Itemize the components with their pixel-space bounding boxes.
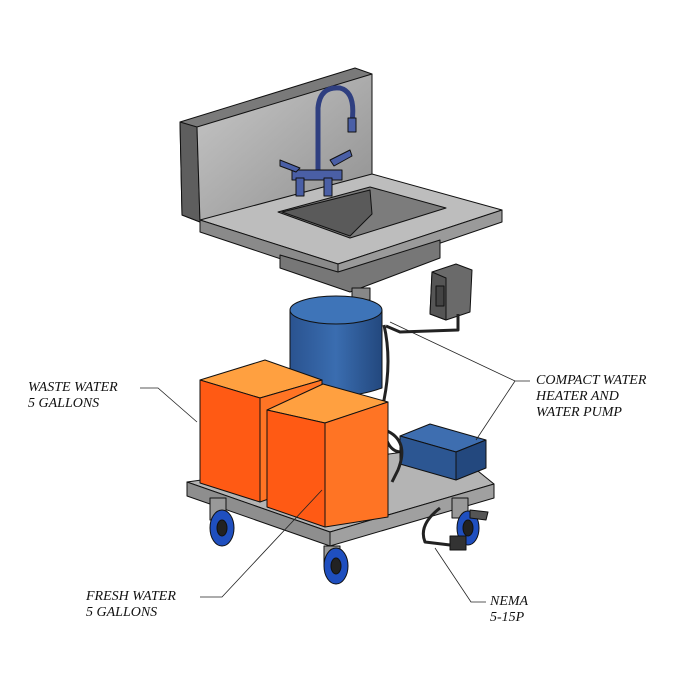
callout-text: COMPACT WATER [536, 373, 647, 388]
foot-switch-box [385, 263, 473, 334]
callout-nema-plug: NEMA 5-15P [490, 594, 528, 626]
callout-text: 5-15P [490, 610, 525, 625]
callout-water-heater: COMPACT WATER HEATER AND WATER PUMP [536, 373, 646, 421]
bowl-underside [279, 239, 441, 293]
water-pump-box [384, 423, 487, 483]
leader-waste [140, 387, 198, 423]
wheel-front-left [209, 497, 235, 547]
callout-text: WASTE WATER [28, 380, 118, 395]
callout-text: 5 GALLONS [86, 605, 158, 620]
callout-text: HEATER AND [536, 389, 619, 404]
callout-text: FRESH WATER [86, 589, 176, 604]
fresh-water-tank [266, 383, 389, 528]
leader-lines [140, 321, 530, 603]
faucet [279, 85, 357, 197]
power-cord [421, 506, 451, 547]
leader-fresh [200, 489, 323, 598]
leader-heater-2 [475, 380, 516, 441]
nema-plug [449, 535, 467, 551]
callout-text: NEMA [490, 594, 529, 609]
caster-wheels [209, 497, 489, 585]
callout-text: 5 GALLONS [28, 396, 100, 411]
water-heater-cylinder [289, 295, 401, 454]
callout-text: WATER PUMP [536, 405, 622, 420]
callout-fresh-water: FRESH WATER 5 GALLONS [86, 589, 176, 621]
callout-waste-water: WASTE WATER 5 GALLONS [28, 380, 118, 412]
sink-deck [199, 173, 503, 301]
wheel-front [323, 545, 349, 585]
leader-nema [434, 547, 486, 603]
